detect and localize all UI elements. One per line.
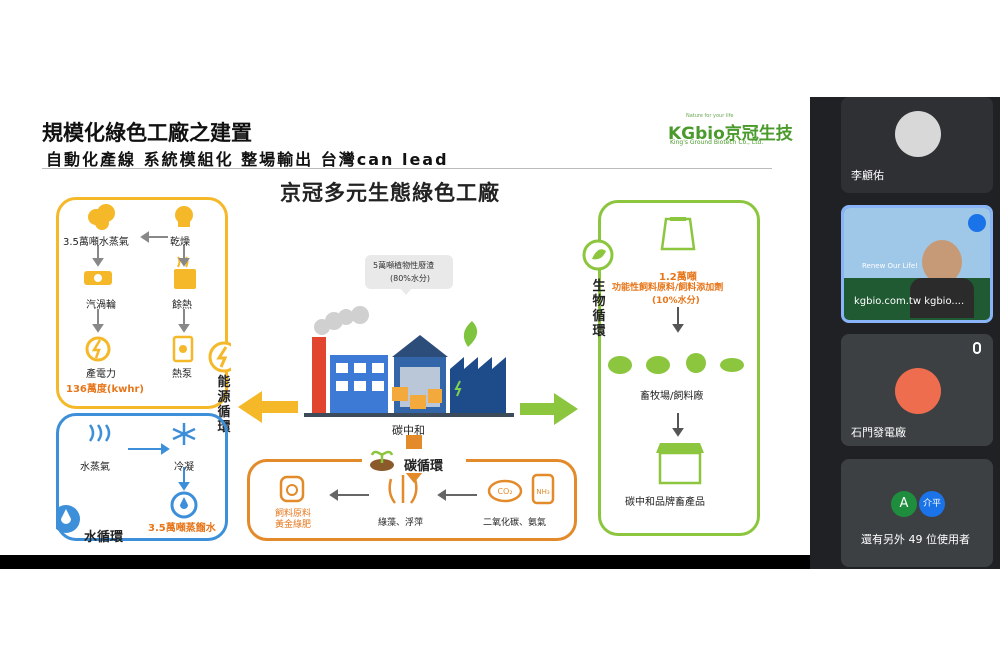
carbon-icons: CO₂ NH₃ [279,473,555,505]
algae-icon [388,475,418,504]
co2-text: CO₂ [497,487,512,496]
co2-icon: CO₂ [487,479,523,503]
more-participants-label: 還有另外 49 位使用者 [861,533,970,546]
waste-heat-label: 餘熱 [172,300,192,311]
snowflake-icon [172,423,196,445]
carbon-neutral-label: 碳中和 [392,424,425,437]
participant-name: 李顧佑 [851,169,884,182]
turbine-icon [84,271,112,285]
waste-amount: 5萬噸植物性廢渣 [373,261,435,270]
participant-tile[interactable]: 石門發電廠 [841,334,993,446]
feed-water-pct: (10%水分) [652,296,700,306]
distilled-water-label: 3.5萬噸蒸餾水 [148,523,216,534]
logo-company-name: King's Ground Biotech Co., Ltd. [670,139,764,146]
participant-tile[interactable]: 李顧佑 [841,97,993,193]
heat-pump-label: 熱泵 [172,369,192,380]
turbine-label: 汽渦輪 [86,300,116,311]
farms-label: 畜牧場/飼料廠 [640,391,704,402]
lightning-icon [208,341,231,373]
livestock-icons [608,353,744,374]
waste-water-pct: (80%水分) [390,274,431,283]
arrow-to-energy [238,391,298,423]
participant-name: kgbio.com.tw kgbio.... [854,296,965,307]
more-participants-tile[interactable]: A 介平 還有另外 49 位使用者 [841,459,993,567]
power-amount: 136萬度(kwhr) [66,384,144,395]
store-icon [656,443,704,485]
carbon-arrows [329,489,477,501]
feed-amount: 1.2萬噸 [659,272,697,283]
slide-subtitle: 自動化產線 系統模組化 整場輸出 台灣can lead [46,150,449,169]
dry-icon [175,206,193,227]
participant-avatar-a: A [891,491,917,517]
dry-label: 乾燥 [170,237,190,248]
logo-tagline: Nature for your life [686,113,734,119]
bubble-tail [400,288,412,295]
active-speaker-tile[interactable]: Renew Our Life! kgbio.com.tw kgbio.... [841,205,993,323]
water-drop-icon [56,505,80,533]
steam-label: 3.5萬噸水蒸氣 [63,237,129,248]
video-background-sky [844,208,990,278]
carbon-cycle-label: 碳循環 [404,459,444,474]
feed-raw-label: 飼料原料 [275,509,312,519]
slide-title: 規模化綠色工廠之建置 [42,121,252,145]
waste-heat-icon [174,256,196,289]
meeting-window: 規模化綠色工廠之建置 自動化產線 系統模組化 整場輸出 台灣can lead N… [0,97,1000,569]
green-fertilizer-label: 黃金綠肥 [275,520,312,530]
bio-cycle-label: 生物循環 [592,279,606,339]
water-cycle-box [56,413,228,541]
speaker-body [910,278,974,318]
co2-ammonia-label: 二氧化碳、氨氣 [483,518,547,528]
nh3-text: NH₃ [536,488,550,496]
mic-muted-icon[interactable] [973,342,981,354]
participant-name: 石門發電廠 [851,426,906,439]
participant-avatar [895,111,941,157]
speaker-face [922,240,962,284]
energy-cycle-box [56,197,228,409]
energy-icons [84,204,231,373]
sprout-icon [370,450,394,471]
power-label: 產電力 [86,369,116,380]
energy-arrows [92,231,190,333]
bio-cycle-box [598,200,760,536]
power-icon [85,336,111,362]
factory-title: 京冠多元生態綠色工廠 [280,181,500,205]
bio-arrows [672,307,684,437]
nh3-icon: NH₃ [531,473,555,505]
vapor-label: 水蒸氣 [80,462,110,473]
video-tagline: Renew Our Life! [862,262,919,270]
brand-product-label: 碳中和品牌畜產品 [625,497,705,508]
feed-description: 功能性飼料原料/飼料添加劑 [612,283,724,293]
participant-avatar-b: 介平 [919,491,945,517]
condense-label: 冷凝 [174,462,194,473]
slide-bottom-bar [0,555,810,569]
bio-icons [582,217,744,485]
speaking-indicator-icon [968,214,986,232]
water-cycle-label: 水循環 [84,530,124,545]
factory-illustration [304,306,514,417]
arrow-to-bio [520,393,578,425]
water-arrows [128,443,190,491]
recycle-drop-icon [170,491,198,519]
water-icons [56,423,198,533]
logo-text: KGbio京冠生技 [668,124,793,144]
algae-label: 綠藻、浮萍 [378,518,424,528]
feed-bag-icon [279,475,305,503]
vapor-icon [88,424,111,442]
heat-pump-icon [172,335,194,363]
waste-bubble [365,255,453,289]
steam-cloud-icon [88,204,115,230]
title-divider [42,168,772,169]
participant-avatar [895,368,941,414]
feed-sack-icon [660,217,696,251]
recycle-leaf-icon [582,239,614,271]
presentation-slide: 規模化綠色工廠之建置 自動化產線 系統模組化 整場輸出 台灣can lead N… [0,97,810,555]
